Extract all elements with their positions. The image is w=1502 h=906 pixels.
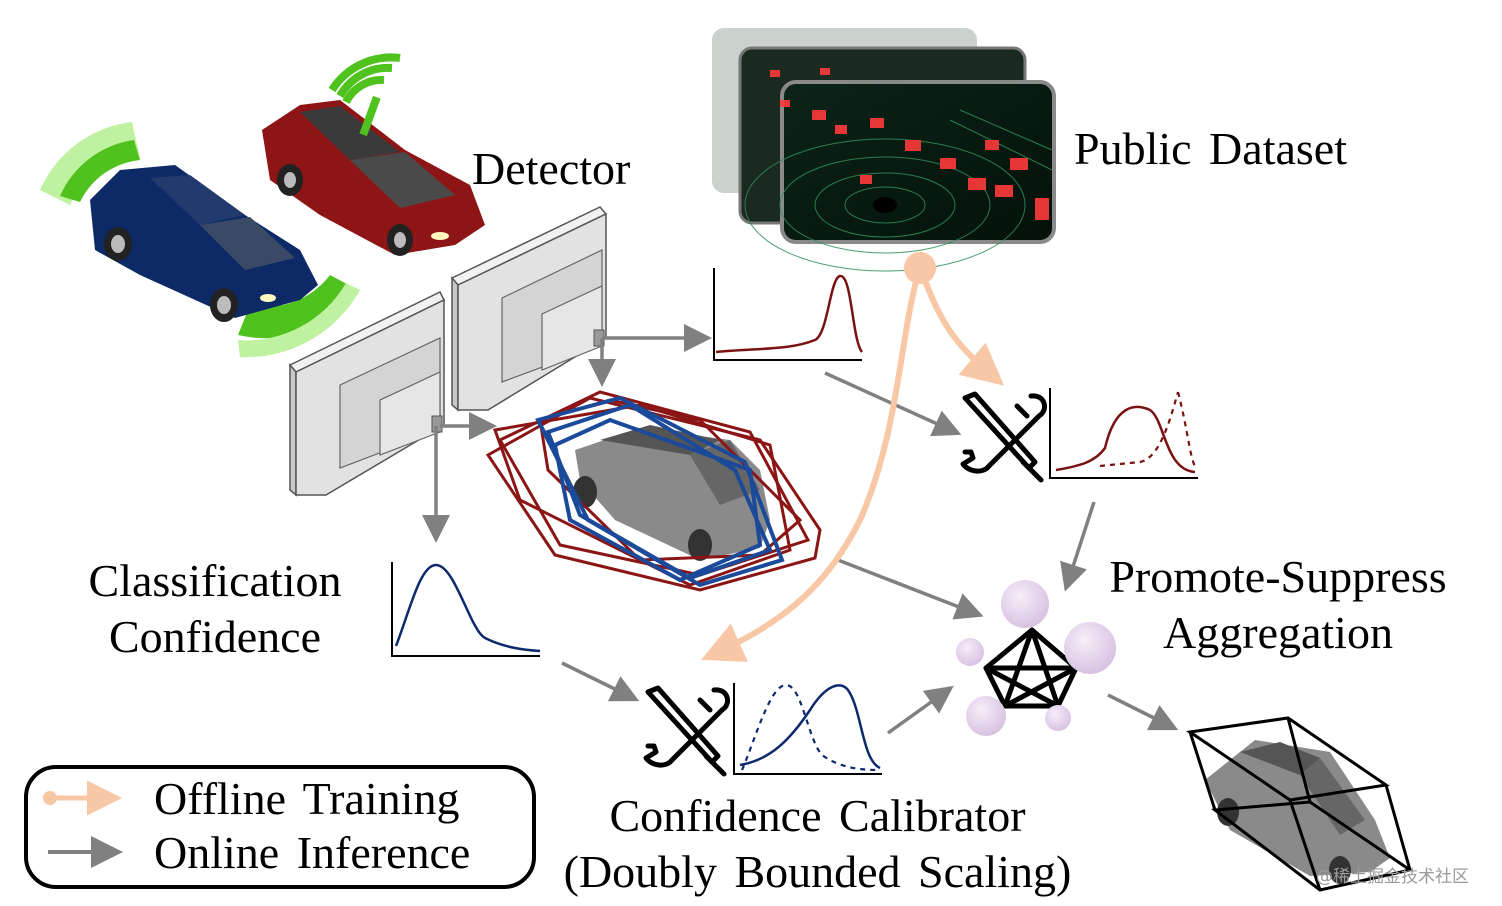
detector-label: Detector xyxy=(472,143,631,194)
classification-confidence-chart xyxy=(391,562,541,657)
blue-car-icon xyxy=(40,122,360,358)
doubly-bounded-line: (Doubly Bounded Scaling) xyxy=(563,846,1072,897)
detector-block-front xyxy=(288,291,446,497)
classification-confidence-label: Classification Confidence xyxy=(70,558,360,660)
detector-network-icon xyxy=(288,206,608,497)
legend xyxy=(24,765,536,889)
watermark: @稀土掘金技术社区 xyxy=(1316,867,1469,887)
detector-block-back xyxy=(450,206,608,412)
online-inference-arrows xyxy=(422,324,1179,735)
promote-suppress-label: Promote-Suppress Aggregation xyxy=(1096,554,1460,656)
offline-training-arrows xyxy=(701,252,1005,662)
arrow-tools-to-aggregation xyxy=(1060,501,1096,592)
arrow-classification-to-calibrator xyxy=(561,661,640,702)
calibrated-detector-chart xyxy=(1049,388,1198,479)
arrow-aggregation-to-output xyxy=(1107,693,1179,731)
legend-online-label: Online Inference xyxy=(154,827,471,878)
arrow-calibrator-to-aggregation xyxy=(886,685,954,735)
calibrator-line: Confidence Calibrator xyxy=(609,790,1026,841)
arrow-chart-to-tools xyxy=(824,371,962,437)
legend-offline-label: Offline Training xyxy=(154,773,460,824)
calibrator-tools-icon-top xyxy=(960,391,1048,483)
confidence-line: Confidence xyxy=(108,611,322,662)
calibrator-label: Confidence Calibrator (Doubly Bounded Sc… xyxy=(540,793,1095,895)
arrow-boxes-to-aggregation xyxy=(837,558,984,620)
public-dataset-images xyxy=(712,28,1056,272)
calibrator-tools-icon-bottom xyxy=(643,685,731,777)
aggregation-graph-icon xyxy=(956,580,1116,736)
detector-confidence-chart xyxy=(713,268,864,361)
public-dataset-label: Public Dataset xyxy=(1074,123,1347,174)
output-3d-box xyxy=(1185,716,1414,892)
red-car-icon xyxy=(262,53,485,256)
promote-suppress-line: Promote-Suppress xyxy=(1109,551,1447,602)
detection-boxes xyxy=(485,390,822,592)
aggregation-line: Aggregation xyxy=(1163,607,1393,658)
calibrated-classification-chart xyxy=(733,683,882,775)
classification-line: Classification xyxy=(88,555,342,606)
